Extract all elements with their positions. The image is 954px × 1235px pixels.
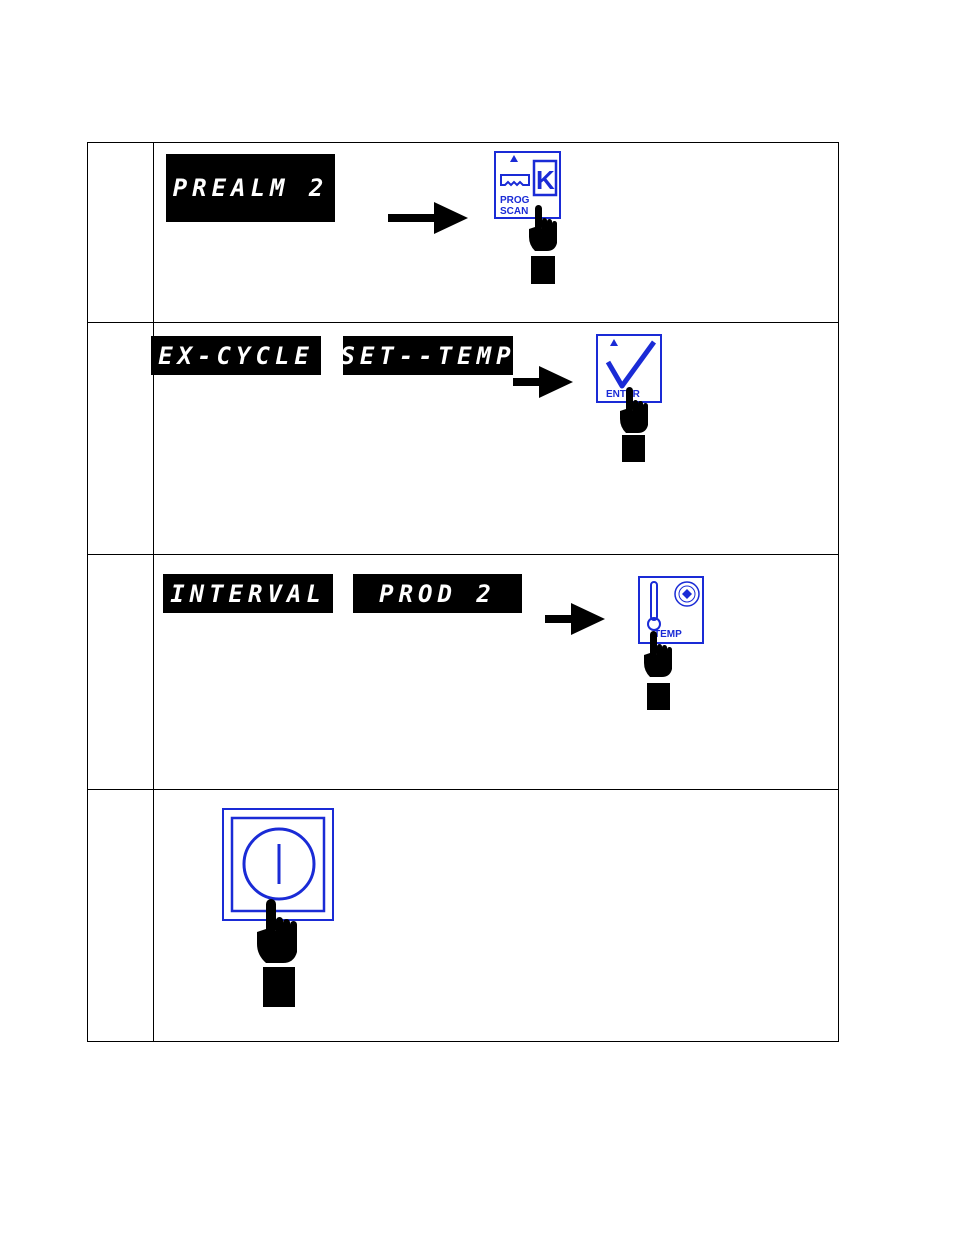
wrist-block <box>647 683 670 710</box>
wrist-block <box>263 967 295 1007</box>
row-divider <box>87 554 839 555</box>
procedure-table <box>87 142 839 1042</box>
thermometer-icon <box>647 581 700 631</box>
lcd-display-set-temp: SET--TEMP <box>343 336 513 375</box>
key-label: ENTER <box>606 389 640 400</box>
row-divider <box>87 322 839 323</box>
checkmark-icon <box>605 339 657 389</box>
arrow-right-icon <box>545 603 605 635</box>
key-label: SCAN <box>500 206 529 217</box>
power-icon <box>230 816 326 913</box>
key-glyph: K <box>536 165 555 195</box>
pointing-hand-icon <box>620 387 648 433</box>
wrist-block <box>531 256 555 284</box>
pointing-hand-icon <box>257 899 297 963</box>
temp-key[interactable]: TEMP <box>638 576 704 644</box>
pointing-hand-icon <box>529 205 557 251</box>
lcd-display-prod: PROD 2 <box>353 574 522 613</box>
key-label: TEMP <box>654 629 682 640</box>
power-key[interactable] <box>222 808 334 921</box>
arrow-right-icon <box>513 366 573 398</box>
lcd-display-interval: INTERVAL <box>163 574 333 613</box>
lcd-display-ex-cycle: EX-CYCLE <box>151 336 321 375</box>
row-divider <box>87 789 839 790</box>
key-label: PROG <box>500 195 530 206</box>
arrow-right-icon <box>388 202 468 234</box>
key-icon <box>500 155 558 197</box>
pointing-hand-icon <box>644 631 672 677</box>
prog-scan-key[interactable]: K PROG SCAN <box>494 151 561 219</box>
lcd-display-prealm: PREALM 2 <box>166 154 335 222</box>
column-divider <box>153 142 154 1042</box>
wrist-block <box>622 435 645 462</box>
